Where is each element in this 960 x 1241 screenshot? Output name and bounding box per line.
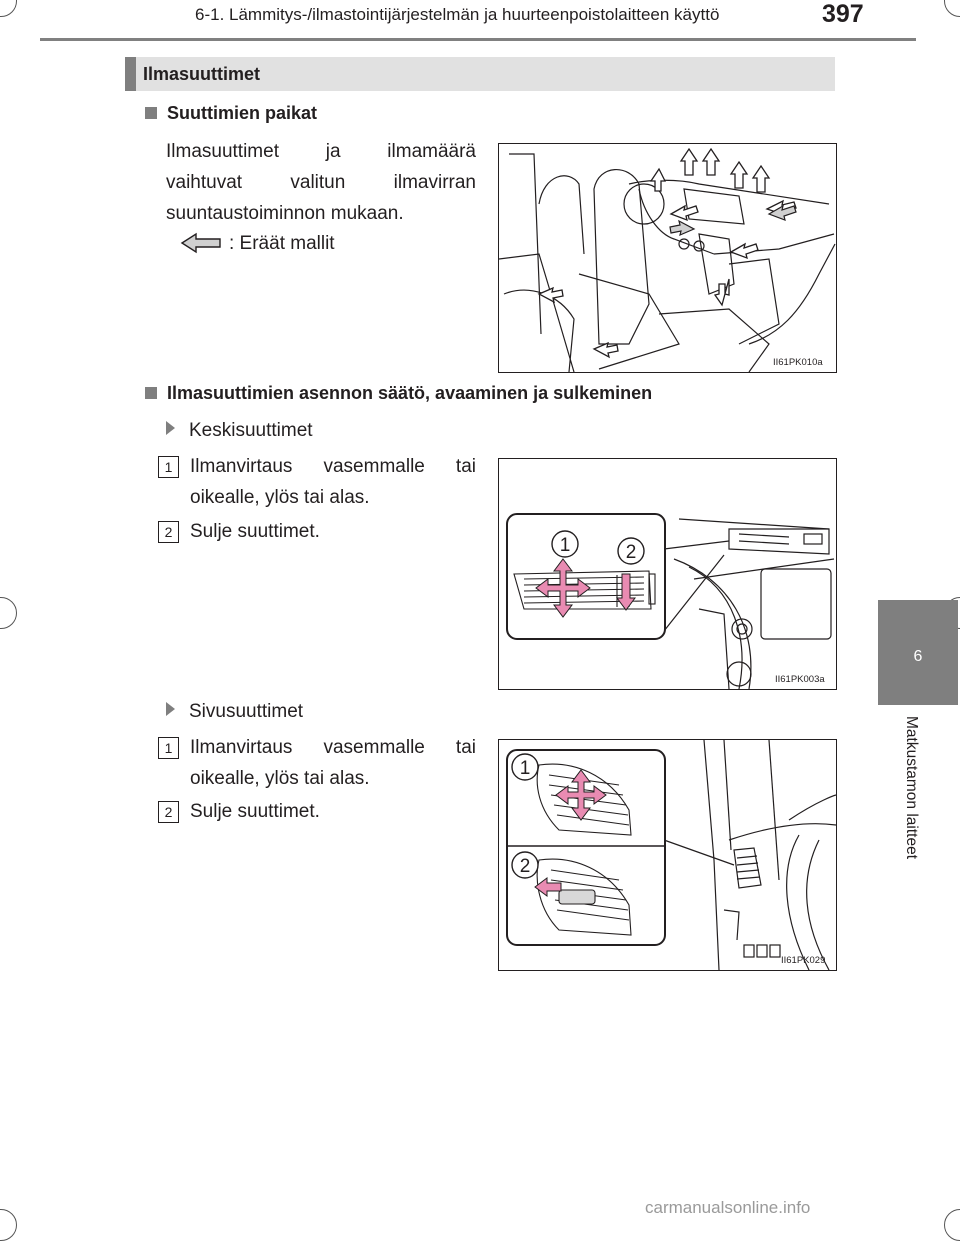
chapter-label: Matkustamon laitteet (902, 716, 922, 896)
registration-mark (0, 597, 17, 629)
center-vent-illustration: 1 2 (506, 513, 835, 689)
label-text: Keskisuuttimet (189, 420, 313, 441)
chapter-label-text: Matkustamon laitteet (903, 716, 920, 860)
center-item-2-text: Sulje suuttimet. (190, 521, 320, 542)
square-bullet-icon (145, 387, 157, 399)
chapter-tab (878, 600, 958, 705)
square-bullet-icon (145, 107, 157, 119)
center-vents-label: Keskisuuttimet (166, 415, 313, 446)
text-line: Ilmanvirtaus vasemmalle tai (190, 737, 476, 758)
figure-cabin-vents: II61PK010a (498, 143, 837, 373)
section-marker (125, 57, 136, 91)
text-line: oikealle, ylös tai alas. (190, 768, 370, 789)
legend-arrow-icon (180, 232, 222, 259)
side-vents-label: Sivusuuttimet (166, 696, 303, 727)
registration-mark (0, 1209, 17, 1241)
adjust-arrows-icon (535, 558, 636, 618)
header-rule (40, 38, 916, 41)
text-line: vaihtuvat valitun ilmavirran (166, 172, 476, 193)
subheading-vent-locations: Suuttimien paikat (145, 103, 317, 124)
figure-code: II61PK029 (781, 955, 826, 966)
item-number-box: 1 (158, 456, 179, 478)
item-number-box: 2 (158, 521, 179, 543)
figure-side-vents: 1 2 II61PK029 (498, 739, 837, 971)
figure-code: II61PK003a (775, 674, 825, 685)
vent-locations-text: Ilmasuuttimet ja ilmamäärä vaihtuvat val… (166, 136, 476, 229)
registration-mark (0, 0, 17, 17)
adjust-arrows-icon (534, 769, 607, 897)
side-item-2-text: Sulje suuttimet. (190, 801, 320, 822)
callout-1: 1 (520, 758, 531, 779)
page-number: 397 (822, 0, 864, 28)
triangle-bullet-icon (166, 421, 175, 435)
label-text: Sivusuuttimet (189, 701, 304, 722)
header-title: 6-1. Lämmitys-/ilmastointijärjestelmän j… (195, 5, 720, 24)
figure-center-vents: 1 2 II61PK003a (498, 458, 837, 690)
callout-1: 1 (560, 535, 571, 556)
chapter-number: 6 (913, 648, 923, 665)
registration-mark (944, 1209, 960, 1241)
subheading-text: Suuttimien paikat (167, 103, 318, 123)
text-line: suuntaustoiminnon mukaan. (166, 203, 404, 224)
side-vent-illustration: 1 2 (506, 740, 836, 970)
triangle-bullet-icon (166, 702, 175, 716)
item-number-box: 1 (158, 737, 179, 759)
section-title-bar: Ilmasuuttimet (125, 57, 835, 91)
section-title: Ilmasuuttimet (143, 64, 261, 84)
figure-code: II61PK010a (773, 357, 823, 368)
text-line: oikealle, ylös tai alas. (190, 487, 370, 508)
callout-2: 2 (520, 856, 531, 877)
side-item-1-text: Ilmanvirtaus vasemmalle tai oikealle, yl… (190, 732, 476, 794)
callout-2: 2 (626, 542, 637, 563)
item-number-box: 2 (158, 801, 179, 823)
legend-text: : Eräät mallit (229, 233, 335, 254)
registration-mark (944, 0, 960, 17)
subheading-vent-adjust: Ilmasuuttimien asennon säätö, avaaminen … (145, 383, 652, 404)
cabin-illustration (499, 147, 836, 372)
text-line: Ilmanvirtaus vasemmalle tai (190, 456, 476, 477)
subheading-text: Ilmasuuttimien asennon säätö, avaaminen … (167, 383, 653, 403)
center-item-1-text: Ilmanvirtaus vasemmalle tai oikealle, yl… (190, 451, 476, 513)
text-line: Ilmasuuttimet ja ilmamäärä (166, 141, 476, 162)
watermark: carmanualsonline.info (645, 1198, 811, 1217)
